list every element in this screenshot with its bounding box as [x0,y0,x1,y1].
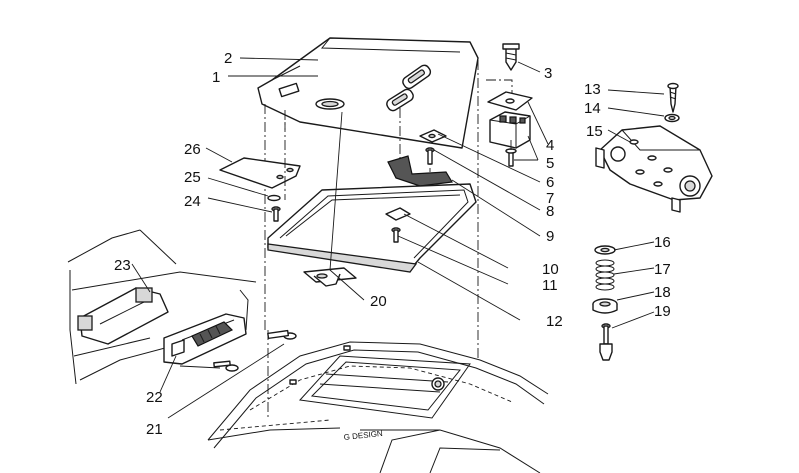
screw-24 [271,206,281,222]
latch-block-5 [489,111,531,149]
washer-16 [594,245,616,255]
callout-24: 24 [184,193,201,210]
grommet-18 [592,298,618,314]
callout-8: 8 [546,203,554,220]
sunroof-panel [267,183,477,273]
washer-25 [267,194,281,202]
callout-2: 2 [224,50,232,67]
pin-19 [599,323,613,361]
callouts: 1 2 3 4 5 6 7 8 9 10 11 12 13 14 15 16 1… [114,50,671,438]
bracket-9 [387,155,453,187]
callout-18: 18 [654,284,671,301]
callout-12: 12 [546,313,563,330]
callout-22: 22 [146,389,163,406]
spring-17 [595,259,615,291]
callout-16: 16 [654,234,671,251]
callout-5: 5 [546,155,554,172]
car-badge: G DESIGN [343,429,383,442]
leader-lines [131,57,665,419]
callout-6: 6 [546,174,554,191]
screw-3 [502,43,520,71]
headliner-panel [257,37,479,149]
latch-housing-22 [163,313,247,365]
callout-19: 19 [654,303,671,320]
screw-6 [505,140,517,167]
callout-25: 25 [184,169,201,186]
callout-13: 13 [584,81,601,98]
callout-11: 11 [542,277,558,294]
callout-17: 17 [654,261,671,278]
clip-7 [419,129,447,143]
screw-8 [425,147,435,165]
callout-21: 21 [146,421,163,438]
mount-plate-4 [487,91,533,111]
washer-14 [664,113,680,123]
callout-26: 26 [184,141,201,158]
callout-10: 10 [542,261,559,278]
callout-15: 15 [586,123,603,140]
callout-4: 4 [546,137,554,154]
callout-3: 3 [544,65,552,82]
handle-20 [303,267,357,287]
callout-20: 20 [370,293,387,310]
callout-7: 7 [546,190,554,207]
bracket-15 [595,125,713,213]
latch-bracket-23 [77,287,169,345]
screw-21 [213,329,297,372]
car-roof-outline: G DESIGN [207,341,549,473]
callout-1: 1 [212,69,220,86]
callout-14: 14 [584,100,601,117]
cover-plate-26 [219,157,301,189]
clip-10 [385,207,411,221]
screw-13 [667,82,679,113]
side-body-panel [67,229,257,385]
callout-23: 23 [114,257,131,274]
callout-9: 9 [546,228,554,245]
